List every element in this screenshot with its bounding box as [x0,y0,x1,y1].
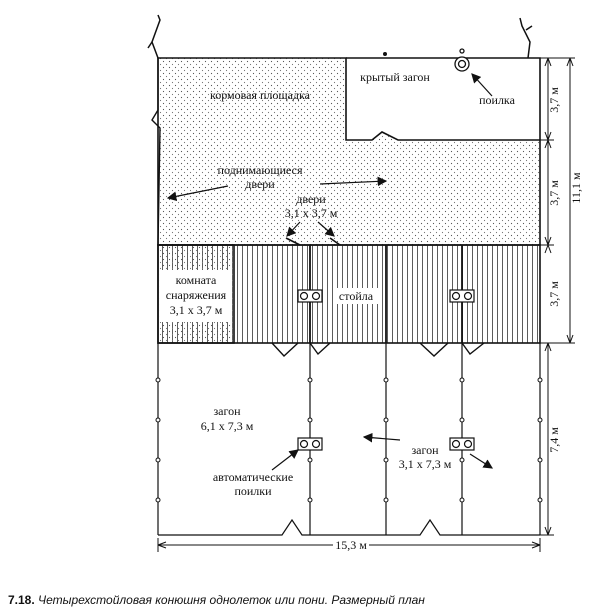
pen-left-label-1: загон [213,404,241,418]
pen-right-label-2: 3,1 х 7,3 м [399,457,452,471]
dim-bottom: 15,3 м [335,538,367,552]
fence-posts [155,377,543,503]
left-wall-edge [151,58,161,246]
feed-area-label: кормовая площадка [210,88,311,102]
stalls-label: стойла [339,289,374,303]
drinker-icon [454,48,470,72]
right-dimension-lines [540,57,575,536]
doors-label-1: двери [296,192,326,206]
pen-fences [157,343,541,536]
doors-label-2: 3,1 х 3,7 м [285,206,338,220]
tack-room-label-bg [160,270,232,322]
pen-left-label-2: 6,1 х 7,3 м [201,419,254,433]
tack-room-label-2: снаряжения [166,288,227,302]
caption-number: 7.18. [8,593,35,607]
caption-text: Четырехстойловая конюшня однолеток или п… [38,593,425,607]
dim-right-total: 11,1 м [569,172,583,204]
dim-right-1: 3,7 м [547,87,561,113]
small-dot [383,52,387,56]
auto-drinkers-label-1: автоматические [213,470,293,484]
drinker-label: поилка [479,93,515,107]
lifting-doors-label-2: двери [245,177,275,191]
pen-drinker-icons [297,437,475,451]
auto-drinkers-label-2: поилки [234,484,272,498]
stall-door-marks [271,342,485,357]
stall-drinker-icons [297,289,475,303]
figure-caption: 7.18. Четырехстойловая конюшня однолеток… [8,593,425,607]
tack-room-label-1: комната [176,273,217,287]
arrows [166,73,494,471]
covered-pen-label: крытый загон [360,70,430,84]
pen-right-label-1: загон [411,443,439,457]
tack-room-label-3: 3,1 х 3,7 м [170,303,223,317]
dim-right-4: 7,4 м [547,427,561,453]
lifting-doors-label-1: поднимающиеся [218,163,303,177]
feed-doors [285,237,341,246]
dim-right-2: 3,7 м [547,180,561,206]
bottom-dim-label-bg [333,538,369,552]
dim-right-3: 3,7 м [547,281,561,307]
stalls-label-bg [334,288,378,304]
top-fence [147,14,533,59]
